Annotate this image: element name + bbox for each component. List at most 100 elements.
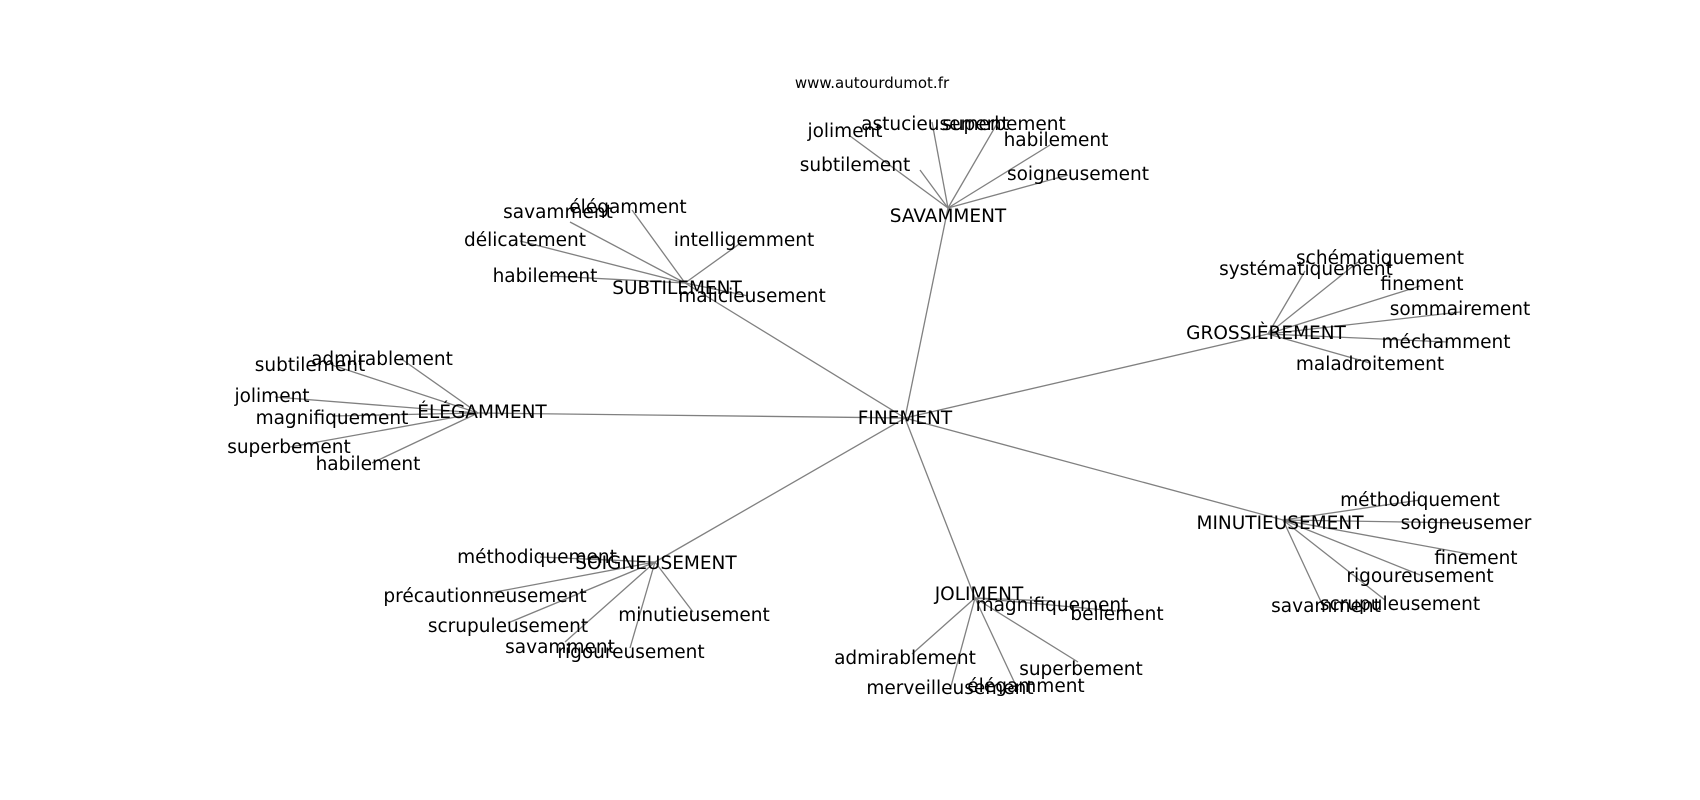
leaf-soigneusement-3: minutieusement — [618, 605, 770, 626]
leaf-grossierement-1: schématiquement — [1296, 248, 1464, 269]
edge-root-soigneusement — [654, 417, 906, 563]
edge-elegamment-leaf-2 — [274, 396, 479, 414]
edges-layer — [274, 121, 1475, 691]
leaf-grossierement-3: sommairement — [1390, 299, 1530, 320]
edge-savamment-leaf-3 — [947, 144, 1051, 209]
leaf-soigneusement-5: rigoureusement — [557, 642, 704, 663]
leaf-elegamment-3: magnifiquement — [256, 408, 409, 429]
leaf-subtilement-1: élégamment — [569, 197, 686, 218]
node-minutieusement: MINUTIEUSEMENT — [1196, 513, 1364, 534]
node-joliment: JOLIMENT — [934, 584, 1024, 605]
edge-elegamment-leaf-1 — [399, 357, 479, 414]
leaf-joliment-3: superbement — [1019, 659, 1143, 680]
edge-subtilement-leaf-4 — [549, 275, 686, 284]
edge-joliment-leaf-3 — [974, 597, 1079, 663]
edge-soigneusement-leaf-1 — [489, 561, 656, 594]
edge-elegamment-leaf-5 — [371, 412, 479, 464]
leaf-savamment-5: soigneusement — [1007, 164, 1149, 185]
node-soigneusement: SOIGNEUSEMENT — [575, 553, 737, 574]
edge-grossierement-leaf-2 — [1267, 285, 1421, 335]
edge-minutieusement-leaf-2 — [1282, 519, 1475, 556]
leaf-savamment-1: astucieusement — [861, 114, 1009, 135]
edge-subtilement-leaf-3 — [684, 241, 743, 284]
leaf-subtilement-0: savamment — [503, 202, 613, 223]
edge-root-savamment — [904, 207, 949, 419]
node-grossierement: GROSSIÈREMENT — [1186, 322, 1346, 344]
leaf-minutieusement-5: scrupuleusement — [1320, 594, 1480, 615]
node-root: FINEMENT — [858, 408, 953, 429]
edge-grossierement-leaf-3 — [1267, 311, 1461, 335]
edge-joliment-leaf-4 — [949, 597, 976, 691]
leaf-savamment-2: superbement — [942, 114, 1066, 135]
leaf-joliment-0: magnifiquement — [976, 595, 1129, 616]
labels-layer: FINEMENTSAVAMMENTjolimentastucieusements… — [227, 114, 1532, 699]
edge-joliment-leaf-2 — [911, 597, 976, 655]
leaf-savamment-4: subtilement — [800, 155, 910, 176]
edge-elegamment-leaf-0 — [331, 364, 479, 414]
edge-grossierement-leaf-1 — [1267, 261, 1359, 335]
edge-elegamment-leaf-3 — [331, 412, 479, 417]
edge-minutieusement-leaf-3 — [1282, 519, 1421, 576]
leaf-savamment-3: habilement — [1004, 130, 1109, 151]
edge-root-grossierement — [904, 333, 1269, 419]
leaf-minutieusement-0: méthodiquement — [1340, 490, 1500, 511]
leaf-soigneusement-4: savamment — [505, 637, 615, 658]
edge-subtilement-leaf-2 — [519, 240, 686, 284]
edge-minutieusement-leaf-5 — [1282, 519, 1386, 601]
edge-soigneusement-leaf-5 — [629, 561, 656, 649]
edge-subtilement-leaf-1 — [631, 209, 686, 284]
edge-soigneusement-leaf-2 — [507, 561, 656, 624]
edge-subtilement-leaf-5 — [684, 282, 749, 297]
leaf-soigneusement-2: scrupuleusement — [428, 616, 588, 637]
edge-soigneusement-leaf-3 — [654, 561, 694, 613]
edge-root-joliment — [904, 417, 976, 599]
edge-joliment-leaf-0 — [974, 597, 1053, 602]
leaf-savamment-0: joliment — [806, 121, 882, 142]
edge-root-subtilement — [684, 282, 906, 419]
leaf-minutieusement-2: finement — [1434, 548, 1517, 569]
edge-grossierement-leaf-5 — [1267, 333, 1371, 364]
edge-root-minutieusement — [904, 417, 1284, 521]
edge-soigneusement-leaf-4 — [564, 561, 656, 643]
edge-grossierement-leaf-0 — [1267, 270, 1306, 335]
edge-savamment-leaf-5 — [947, 174, 1069, 209]
leaf-soigneusement-0: méthodiquement — [457, 547, 617, 568]
leaf-joliment-4: merveilleusement — [866, 678, 1033, 699]
leaf-elegamment-0: subtilement — [255, 355, 365, 376]
edge-subtilement-leaf-0 — [569, 221, 686, 284]
node-elegamment: ÉLÉGAMMENT — [417, 401, 547, 423]
edge-minutieusement-leaf-1 — [1282, 519, 1469, 524]
leaf-grossierement-0: systématiquement — [1219, 259, 1393, 280]
node-savamment: SAVAMMENT — [890, 206, 1007, 227]
leaf-joliment-1: bellement — [1070, 604, 1163, 625]
leaf-subtilement-5: malicieusement — [678, 286, 825, 307]
leaf-elegamment-1: admirablement — [311, 349, 453, 370]
edge-soigneusement-leaf-0 — [539, 556, 656, 563]
edge-joliment-leaf-1 — [974, 597, 1117, 612]
leaf-grossierement-5: maladroitement — [1296, 354, 1444, 375]
leaf-minutieusement-4: savamment — [1271, 596, 1381, 617]
leaf-minutieusement-1: soigneusemer — [1401, 513, 1532, 534]
edge-root-elegamment — [477, 412, 906, 419]
edge-savamment-leaf-0 — [849, 135, 949, 209]
edge-savamment-leaf-1 — [931, 121, 949, 209]
edge-grossierement-leaf-4 — [1267, 333, 1449, 343]
leaf-soigneusement-1: précautionneusement — [383, 586, 586, 607]
edge-minutieusement-leaf-4 — [1282, 519, 1324, 607]
leaf-joliment-2: admirablement — [834, 648, 976, 669]
edge-savamment-leaf-4 — [919, 169, 949, 209]
leaf-elegamment-2: joliment — [233, 386, 309, 407]
edge-savamment-leaf-2 — [947, 121, 999, 209]
edge-joliment-leaf-5 — [974, 597, 1019, 691]
leaf-grossierement-2: finement — [1380, 274, 1463, 295]
leaf-subtilement-4: habilement — [493, 266, 598, 287]
edge-minutieusement-leaf-0 — [1282, 499, 1421, 521]
leaf-elegamment-5: habilement — [316, 454, 421, 475]
leaf-joliment-5: élégamment — [967, 676, 1084, 697]
source-label: www.autourdumot.fr — [795, 74, 950, 92]
leaf-grossierement-4: méchamment — [1381, 332, 1510, 353]
leaf-subtilement-2: délicatement — [464, 230, 586, 251]
edge-elegamment-leaf-4 — [289, 412, 479, 448]
leaf-elegamment-4: superbement — [227, 437, 351, 458]
